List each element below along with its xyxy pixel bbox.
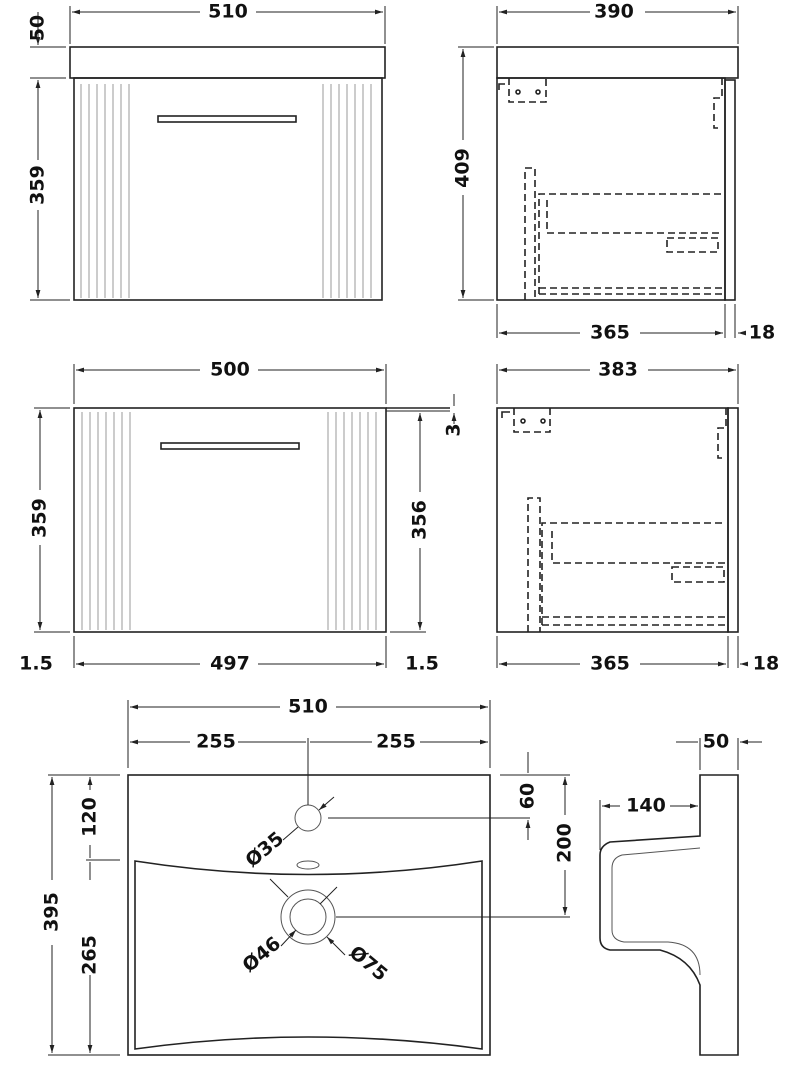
dim-width-top: 510 (208, 1, 248, 23)
basin-profile-view: 50 140 (600, 731, 762, 1056)
basin-plan-view: 510 255 255 60 200 fedora 395 120 265 Ø3… (41, 696, 576, 1056)
dim-door-thickness: 18 (749, 322, 775, 344)
dim-door-thickness: 18 (753, 653, 779, 675)
side-view: 383 365 18 (497, 359, 779, 675)
dim-depth-top: 390 (594, 1, 634, 23)
dim-tap-hole: Ø35 (241, 828, 288, 872)
dim-side-left: 1.5 (19, 653, 53, 675)
dim-depth-body: 365 (590, 653, 630, 675)
dim-bowl-depth: 140 (626, 795, 666, 817)
front-view-with-top: 510 50 359 (27, 1, 386, 301)
dim-height-right: 356 (409, 500, 431, 540)
dim-depth: 395 (41, 892, 63, 932)
dim-inner-width: 497 (210, 653, 250, 675)
dim-height: 409 (452, 148, 474, 188)
front-view: 500 359 356 3 1.5 497 1.5 (19, 359, 464, 675)
dim-depth: 383 (598, 359, 638, 381)
dim-half-right: 255 (376, 731, 416, 753)
dim-gap-top: 3 (443, 423, 465, 436)
dim-half-left: 255 (196, 731, 236, 753)
dim-waste-inner: Ø46 (238, 933, 285, 977)
dim-top-thickness: 50 (27, 15, 49, 41)
dim-height-left: 359 (29, 498, 51, 538)
dim-height: 359 (27, 165, 49, 205)
dim-waste-offset: 200 (554, 823, 576, 863)
dim-width: 510 (288, 696, 328, 718)
dim-depth-body: 365 (590, 322, 630, 344)
dim-rim: 120 (79, 797, 101, 837)
dim-waste-outer: Ø75 (345, 942, 392, 986)
dim-width: 500 (210, 359, 250, 381)
dim-top-thickness: 50 (703, 731, 729, 753)
dim-tap-offset: 60 (517, 783, 539, 809)
dim-bowl: 265 (79, 935, 101, 975)
dim-side-right: 1.5 (405, 653, 439, 675)
side-view-with-top: 390 409 365 18 (452, 1, 776, 344)
